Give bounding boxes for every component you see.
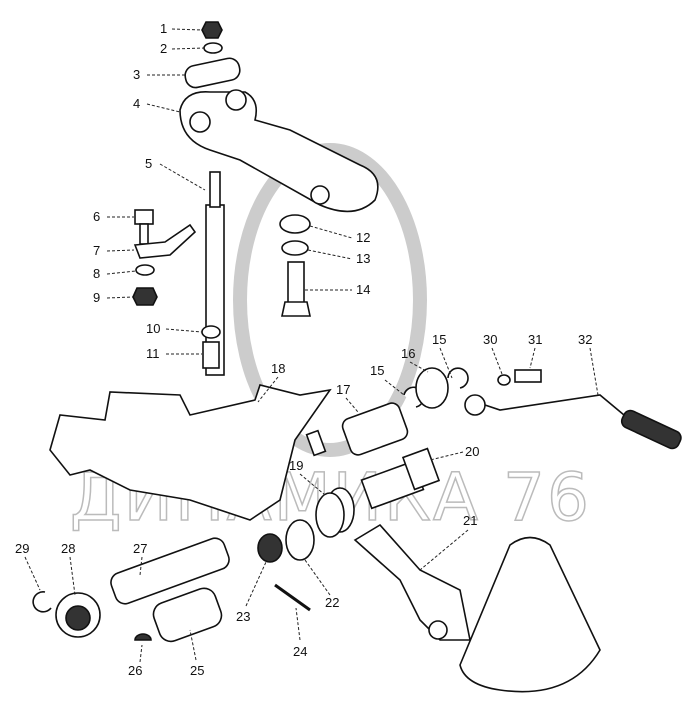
part-lock-plate-7 <box>133 223 197 259</box>
label-8: 8 <box>93 266 100 281</box>
label-2: 2 <box>160 41 167 56</box>
part-spring-28 <box>55 592 101 638</box>
label-16: 16 <box>401 346 415 361</box>
part-cotter-pin-24 <box>274 583 311 612</box>
part-pin-3 <box>184 57 241 89</box>
part-shaft-27 <box>110 537 230 605</box>
part-arm-21 <box>353 523 601 693</box>
label-15-lower: 15 <box>370 363 384 378</box>
label-23: 23 <box>236 609 250 624</box>
part-nut-9 <box>132 287 158 306</box>
part-nut-23 <box>257 533 283 563</box>
part-bolt-14 <box>281 261 311 317</box>
label-17: 17 <box>336 382 350 397</box>
part-roller-17 <box>341 402 409 456</box>
label-31: 31 <box>528 332 542 347</box>
label-7: 7 <box>93 243 100 258</box>
part-washer-13 <box>281 240 309 256</box>
label-6: 6 <box>93 209 100 224</box>
label-3: 3 <box>133 67 140 82</box>
part-bolt-31 <box>514 369 542 383</box>
label-22: 22 <box>325 595 339 610</box>
label-12: 12 <box>356 230 370 245</box>
part-bracket-18 <box>49 384 332 521</box>
label-30: 30 <box>483 332 497 347</box>
label-21: 21 <box>463 513 477 528</box>
part-bolt-6 <box>134 209 154 245</box>
part-washer-12 <box>279 214 311 234</box>
part-washer-30 <box>497 374 511 386</box>
label-15-upper: 15 <box>432 332 446 347</box>
part-clip-16 <box>415 367 449 409</box>
label-10: 10 <box>146 321 160 336</box>
part-key-26 <box>134 633 152 641</box>
label-19: 19 <box>289 458 303 473</box>
part-ring-29 <box>32 591 52 613</box>
label-14: 14 <box>356 282 370 297</box>
part-washer-2 <box>203 42 223 54</box>
label-28: 28 <box>61 541 75 556</box>
label-5: 5 <box>145 156 152 171</box>
label-27: 27 <box>133 541 147 556</box>
label-29: 29 <box>15 541 29 556</box>
part-washer-8 <box>135 264 155 276</box>
label-24: 24 <box>293 644 307 659</box>
part-washer-10 <box>201 325 221 339</box>
label-4: 4 <box>133 96 140 111</box>
label-25: 25 <box>190 663 204 678</box>
part-nut-1 <box>201 21 223 39</box>
label-26: 26 <box>128 663 142 678</box>
label-20: 20 <box>465 444 479 459</box>
part-handle-32 <box>464 394 682 450</box>
label-18: 18 <box>271 361 285 376</box>
part-spring-19 <box>315 487 355 538</box>
part-bolt-20 <box>360 447 441 510</box>
part-bolt-11 <box>202 341 220 369</box>
part-bushing-25 <box>152 587 223 643</box>
label-11: 11 <box>146 346 160 361</box>
part-lever-4 <box>179 89 379 213</box>
part-ring-15b <box>447 367 469 389</box>
part-washer-22 <box>285 519 315 561</box>
label-13: 13 <box>356 251 370 266</box>
label-1: 1 <box>160 21 167 36</box>
label-32: 32 <box>578 332 592 347</box>
label-9: 9 <box>93 290 100 305</box>
callouts: 1 2 3 4 5 6 7 8 9 10 11 12 13 14 15 15 1… <box>15 21 599 678</box>
